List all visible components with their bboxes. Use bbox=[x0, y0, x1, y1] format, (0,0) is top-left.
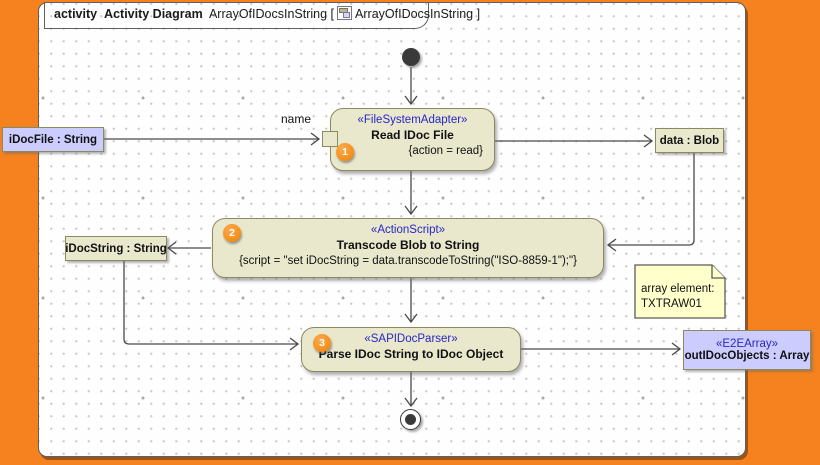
object-node-outidocobjects[interactable]: «E2EArray» outIDocObjects : Array bbox=[683, 330, 811, 370]
action-transcode-blob-to-string[interactable]: «ActionScript» Transcode Blob to String … bbox=[212, 218, 604, 278]
bracket-close: ] bbox=[476, 7, 481, 21]
step-badge-2: 2 bbox=[223, 224, 241, 242]
input-pin-read[interactable] bbox=[322, 131, 338, 147]
diagram-keyword: activity bbox=[54, 7, 98, 21]
action-name: Read IDoc File bbox=[371, 128, 454, 142]
activity-diagram-icon bbox=[337, 6, 353, 20]
edge-read-to-transcode[interactable] bbox=[405, 171, 417, 214]
action-name: Parse IDoc String to IDoc Object bbox=[318, 347, 504, 361]
stereotype-label: «ActionScript» bbox=[370, 224, 446, 236]
action-read-idoc-file[interactable]: «FileSystemAdapter» Read IDoc File {acti… bbox=[330, 108, 495, 171]
diagram-name: ArrayOfIDocsInString bbox=[208, 7, 328, 21]
note-text: array element: TXTRAW01 bbox=[641, 282, 715, 312]
edge-initial-to-read[interactable] bbox=[405, 67, 417, 104]
edge-name-label[interactable]: name bbox=[281, 112, 312, 126]
stereotype-label: «SAPIDocParser» bbox=[364, 333, 458, 345]
step-badge-3: 3 bbox=[313, 334, 331, 352]
edge-idocstring-to-parse[interactable] bbox=[124, 261, 298, 350]
action-property: {action = read} bbox=[408, 145, 484, 157]
object-name: outIDocObjects : Array bbox=[684, 350, 810, 362]
diagram-ref-name: ArrayOfIDocsInString bbox=[355, 7, 474, 21]
edge-idocfile-to-read[interactable] bbox=[104, 133, 319, 145]
note-line1: array element: bbox=[641, 283, 715, 295]
diagram-frame-heading[interactable]: activity Activity Diagram ArrayOfIDocsIn… bbox=[44, 2, 480, 29]
edge-parse-to-outidocobjects[interactable] bbox=[521, 343, 680, 355]
action-parse-idoc-string[interactable]: «SAPIDocParser» Parse IDoc String to IDo… bbox=[301, 327, 521, 372]
bracket-open: [ bbox=[330, 7, 335, 21]
final-node-dot bbox=[405, 414, 416, 425]
initial-node[interactable] bbox=[402, 48, 420, 66]
note-line2: TXTRAW01 bbox=[641, 298, 702, 310]
action-name: Transcode Blob to String bbox=[336, 238, 480, 252]
diagram-type: Activity Diagram bbox=[104, 7, 203, 21]
edge-datablob-to-transcode[interactable] bbox=[608, 153, 694, 251]
object-node-idocfile[interactable]: iDocFile : String bbox=[2, 127, 104, 152]
activity-final-node[interactable] bbox=[400, 409, 421, 430]
stereotype-label: «E2EArray» bbox=[715, 338, 778, 350]
edge-read-to-datablob[interactable] bbox=[495, 135, 652, 147]
stereotype-label: «FileSystemAdapter» bbox=[357, 114, 468, 126]
action-property: {script = "set iDocString = data.transco… bbox=[239, 255, 577, 267]
object-node-datablob[interactable]: data : Blob bbox=[655, 128, 724, 153]
edge-transcode-to-parse[interactable] bbox=[405, 278, 417, 322]
edge-transcode-to-idocstring[interactable] bbox=[168, 242, 211, 254]
edge-parse-to-final[interactable] bbox=[405, 372, 417, 406]
object-node-idocstring[interactable]: iDocString : String bbox=[65, 236, 167, 261]
step-badge-1: 1 bbox=[336, 143, 354, 161]
note-shape[interactable] bbox=[635, 265, 725, 318]
